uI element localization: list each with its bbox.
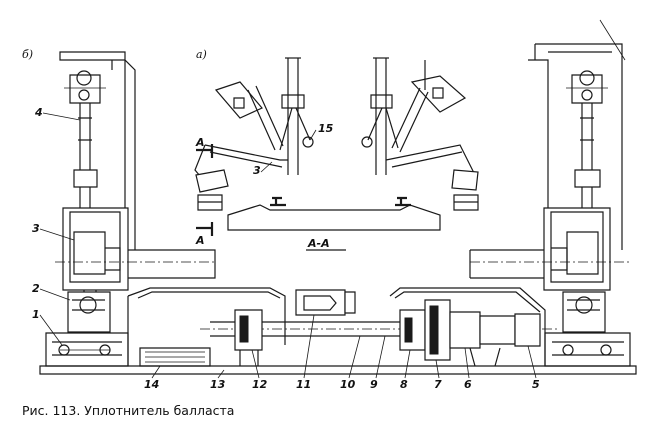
label-part-2: 2 [32, 282, 40, 295]
label-part-6: 6 [464, 378, 472, 391]
section-mark-bottom: А [195, 234, 205, 247]
label-part-13: 13 [210, 378, 226, 391]
label-part-10: 10 [340, 378, 356, 391]
label-part-5: 5 [532, 378, 540, 391]
view-label-b: б) [22, 48, 33, 61]
right-frame [469, 19, 631, 367]
drive-assembly [39, 287, 637, 375]
label-part-3: 3 [32, 222, 40, 235]
label-part-14: 14 [144, 378, 159, 391]
label-part-12: 12 [252, 378, 268, 391]
label-part-9: 9 [370, 378, 378, 391]
section-mark-top: А [195, 136, 205, 149]
label-part-8: 8 [400, 378, 408, 391]
left-frame [45, 51, 216, 367]
label-part-3-arm: 3 [253, 164, 261, 177]
label-part-15: 15 [318, 122, 334, 135]
tamping-unit-view [194, 57, 479, 251]
figure-caption: Рис. 113. Уплотнитель балласта [22, 403, 235, 418]
label-part-11: 11 [296, 378, 311, 391]
label-part-4: 4 [34, 106, 43, 119]
part-labels: б) а) 4 3 2 1 15 3 А А А-А 14 13 12 11 1… [22, 48, 540, 391]
view-label-a: а) [196, 48, 207, 61]
label-part-1: 1 [32, 308, 40, 321]
label-part-7: 7 [434, 378, 442, 391]
section-title: А-А [307, 237, 330, 250]
